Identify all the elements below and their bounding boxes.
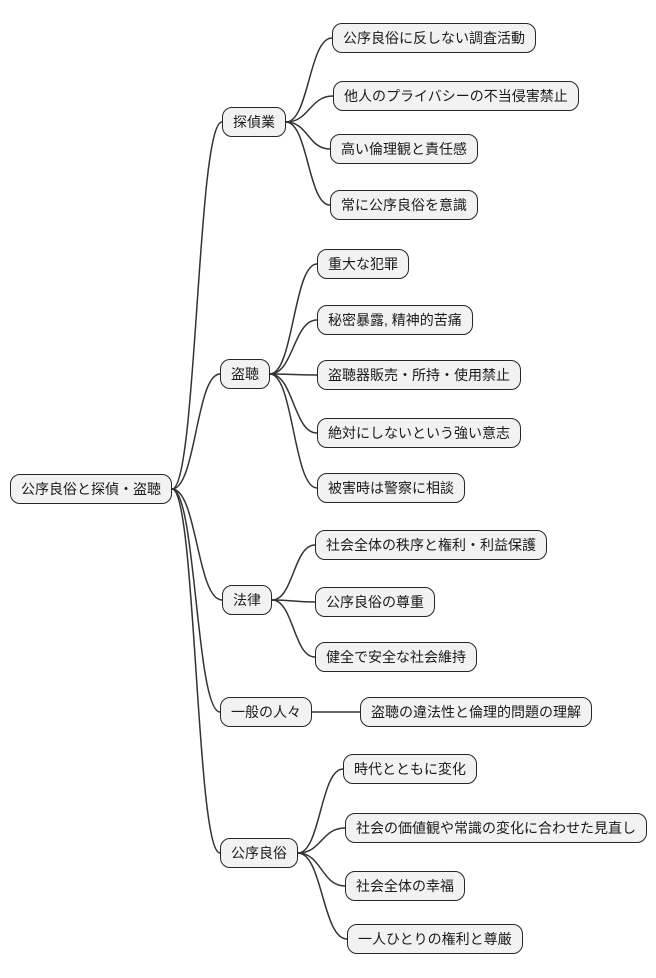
mindmap-leaf-node: 盗聴器販売・所持・使用禁止 (317, 360, 521, 390)
edge-connector (297, 852, 348, 940)
mindmap-leaf-node: 健全で安全な社会維持 (315, 642, 477, 672)
edge-connector (297, 852, 346, 887)
edge-connector (285, 95, 334, 123)
mindmap-root-node: 公序良俗と探偵・盗聴 (10, 474, 172, 504)
edge-connector (297, 827, 346, 854)
mindmap-leaf-node: 常に公序良俗を意識 (330, 190, 478, 220)
mindmap-leaf-node: 他人のプライバシーの不当侵害禁止 (333, 81, 579, 111)
mindmap-leaf-node: 公序良俗に反しない調査活動 (332, 23, 536, 53)
edge-connector (171, 488, 223, 601)
mindmap-leaf-node: 被害時は警察に相談 (317, 473, 465, 503)
edge-connector (269, 373, 318, 434)
mindmap-leaf-node: 高い倫理観と責任感 (330, 134, 478, 164)
mindmap-leaf-node: 社会の価値観や常識の変化に合わせた見直し (345, 813, 647, 843)
mindmap-branch-node: 盗聴 (220, 359, 270, 389)
mindmap-branch-node: 公序良俗 (220, 838, 298, 868)
edge-connector (285, 121, 331, 206)
mindmap-leaf-node: 社会全体の秩序と権利・利益保護 (315, 530, 547, 560)
edge-connector (269, 373, 318, 376)
edge-connector (269, 373, 318, 489)
mindmap-leaf-node: 一人ひとりの権利と尊厳 (347, 924, 523, 954)
mindmap-leaf-node: 秘密暴露, 精神的苦痛 (317, 305, 473, 335)
edge-connector (297, 768, 344, 854)
mindmap-leaf-node: 時代とともに変化 (343, 754, 477, 784)
edge-connector (269, 263, 318, 375)
mindmap-leaf-node: 重大な犯罪 (317, 249, 409, 279)
edge-connector (171, 488, 221, 713)
edge-connector (271, 599, 316, 603)
edge-connector (171, 121, 223, 490)
mindmap-branch-node: 探偵業 (222, 107, 286, 137)
edge-connector (285, 121, 331, 150)
mindmap-branch-node: 一般の人々 (220, 697, 312, 727)
edge-connector (171, 488, 221, 854)
edge-connector (271, 599, 316, 658)
edge-connector (285, 37, 333, 123)
edge-connector (271, 544, 316, 601)
edge-connector (171, 373, 221, 490)
mindmap-leaf-node: 公序良俗の尊重 (315, 587, 435, 617)
mindmap-leaf-node: 絶対にしないという強い意志 (317, 418, 521, 448)
mindmap-leaf-node: 盗聴の違法性と倫理的問題の理解 (360, 697, 592, 727)
mindmap-branch-node: 法律 (222, 585, 272, 615)
edge-connector (269, 319, 318, 375)
mindmap-leaf-node: 社会全体の幸福 (345, 871, 465, 901)
